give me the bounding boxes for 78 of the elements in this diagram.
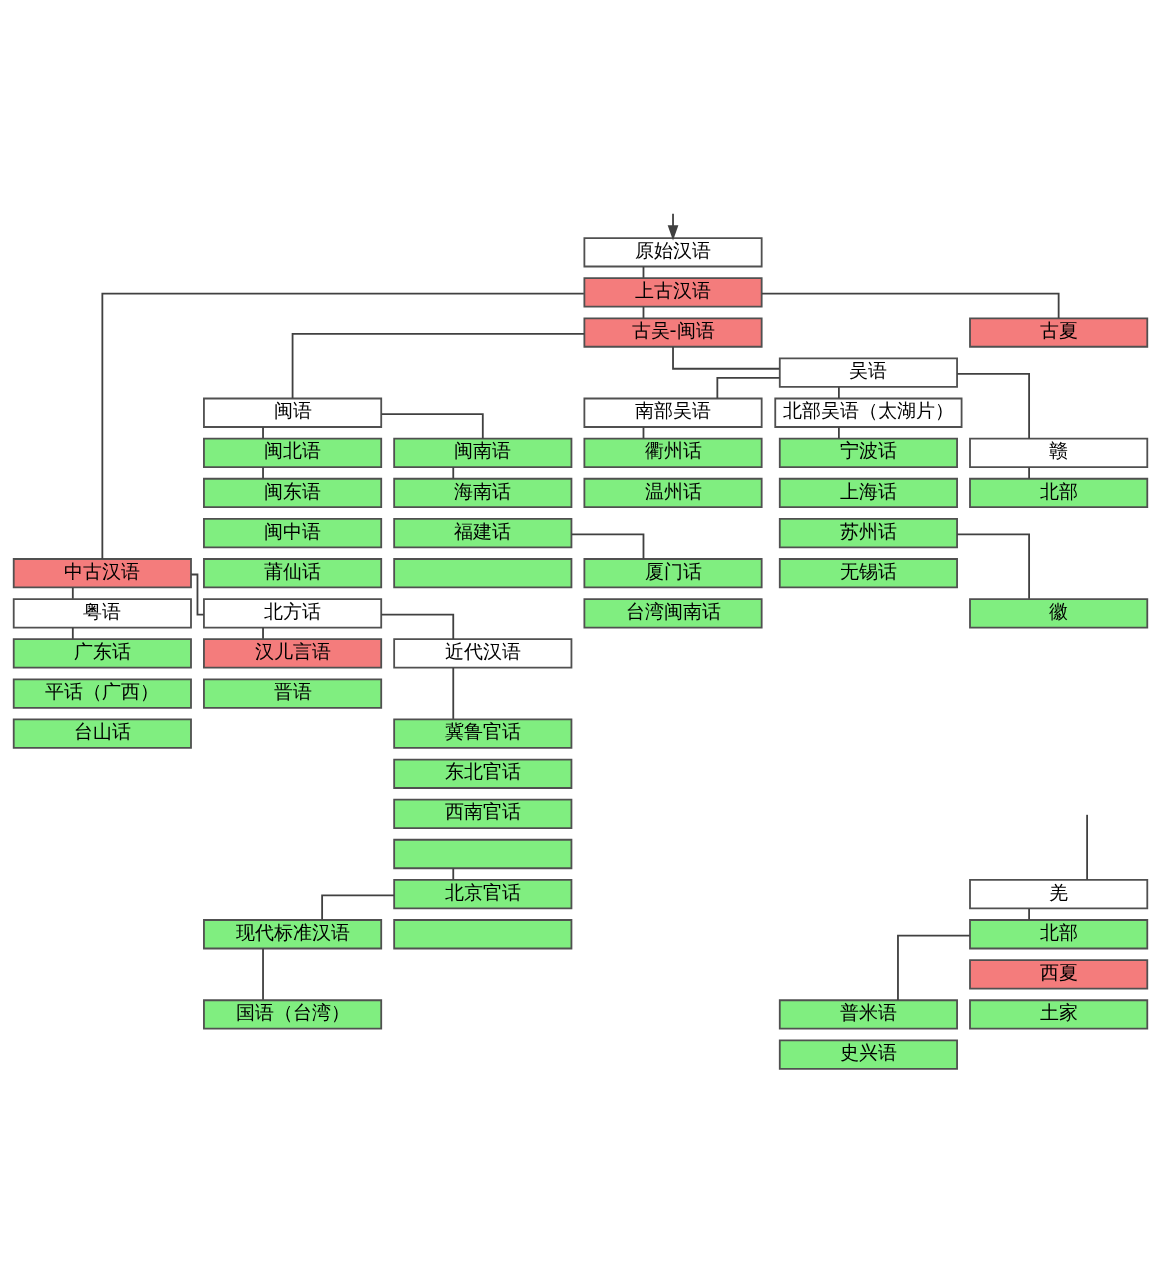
connector <box>291 332 586 399</box>
connector <box>262 425 264 439</box>
connector <box>837 425 840 439</box>
node-box: 台山话 <box>12 718 192 749</box>
node-box: 南部吴语 <box>583 397 763 428</box>
node-box: 闽中语 <box>203 517 383 548</box>
connector <box>262 626 264 640</box>
node-box: 冀鲁官话 <box>393 718 573 749</box>
node-box: 台湾闽南话 <box>583 597 763 628</box>
node-box <box>393 838 573 869</box>
node-box: 原始汉语 <box>583 236 763 267</box>
connector <box>452 666 455 720</box>
node-box: 闽语 <box>203 397 383 428</box>
node-box: 西南官话 <box>393 798 573 829</box>
node-box: 上海话 <box>778 477 958 508</box>
connector <box>1028 907 1030 921</box>
node-box: 温州话 <box>583 477 763 508</box>
connector <box>452 867 455 880</box>
node-box: 上古汉语 <box>583 276 763 308</box>
node-box: 现代标准汉语 <box>203 918 383 949</box>
connector <box>71 626 74 640</box>
node-box: 北部 <box>969 477 1149 508</box>
connector <box>452 465 455 479</box>
connector <box>321 894 395 921</box>
connector <box>1086 813 1088 881</box>
connector <box>262 947 264 1001</box>
node-box: 北方话 <box>203 597 383 628</box>
connector <box>837 385 840 399</box>
node-box: 普米语 <box>778 998 958 1030</box>
node-box: 赣 <box>969 437 1149 468</box>
node-box: 吴语 <box>778 357 958 388</box>
node-box: 苏州话 <box>778 517 958 548</box>
node-box: 北部吴语（太湖片） <box>774 397 963 428</box>
connector <box>672 345 781 370</box>
node-box: 古夏 <box>969 316 1149 348</box>
connector <box>1028 465 1030 479</box>
node-box: 北京官话 <box>393 878 573 909</box>
node-box: 闽东语 <box>203 477 383 508</box>
connector <box>956 533 1030 600</box>
connector <box>897 934 971 1001</box>
node-box: 宁波话 <box>778 437 958 468</box>
node-box: 无锡话 <box>778 557 958 588</box>
node-box: 海南话 <box>393 477 573 508</box>
node-box: 史兴语 <box>778 1038 958 1070</box>
node-box: 汉儿言语 <box>203 637 383 669</box>
node-box: 平话（广西） <box>12 677 192 709</box>
node-box: 徽 <box>969 597 1149 628</box>
connector <box>380 613 455 640</box>
arrow <box>667 212 679 240</box>
node-box: 羌 <box>969 878 1149 909</box>
node-box: 中古汉语 <box>12 557 192 588</box>
node-box: 厦门话 <box>583 557 763 588</box>
connector <box>101 292 585 560</box>
node-box: 近代汉语 <box>393 637 573 669</box>
node-box: 闽北语 <box>203 437 383 468</box>
node-box: 广东话 <box>12 637 192 669</box>
connector <box>570 533 645 560</box>
connector <box>71 586 74 600</box>
node-box <box>393 557 573 588</box>
connector <box>956 372 1030 439</box>
node-box: 西夏 <box>969 958 1149 989</box>
connector <box>380 412 484 439</box>
node-box: 北部 <box>969 918 1149 949</box>
connector <box>761 292 1060 319</box>
node-box: 土家 <box>969 998 1149 1030</box>
node-box: 古吴-闽语 <box>583 316 763 348</box>
connector <box>262 465 264 479</box>
node-box: 衢州话 <box>583 437 763 468</box>
node-box: 国语（台湾） <box>203 998 383 1030</box>
connector <box>716 376 781 399</box>
connector <box>190 573 205 616</box>
node-box <box>393 918 573 949</box>
node-box: 粤语 <box>12 597 192 628</box>
node-box: 东北官话 <box>393 758 573 789</box>
node-box: 福建话 <box>393 517 573 548</box>
node-box: 晋语 <box>203 677 383 709</box>
node-box: 闽南语 <box>393 437 573 468</box>
node-box: 莆仙话 <box>203 557 383 588</box>
